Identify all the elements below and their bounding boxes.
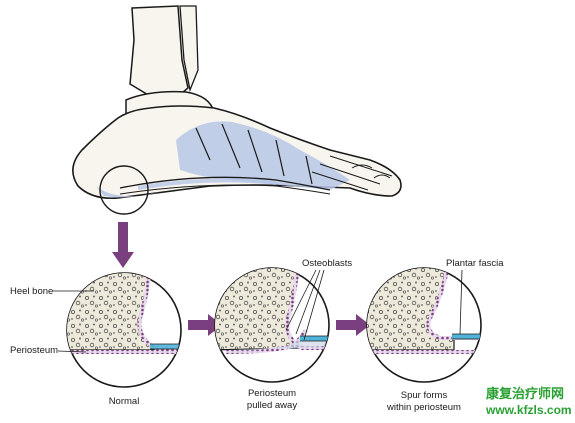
tibia-bone xyxy=(129,5,189,99)
osteoblasts-label: Osteoblasts xyxy=(302,258,352,269)
arrow-right-2 xyxy=(336,314,370,336)
label-plantar-fascia: Plantar fascia xyxy=(446,258,504,335)
detail-spur-forms xyxy=(366,267,482,383)
watermark: 康复治疗师网 www.kfzls.com xyxy=(485,386,572,417)
watermark-line2: www.kfzls.com xyxy=(485,403,572,417)
periosteum-label: Periosteum xyxy=(10,345,58,356)
watermark-line1: 康复治疗师网 xyxy=(486,386,564,402)
zoom-down-arrow xyxy=(112,222,134,268)
label-periosteum: Periosteum xyxy=(10,345,87,356)
detail-normal xyxy=(66,272,182,388)
caption-spur-line1: Spur forms xyxy=(401,390,448,401)
plantar-fascia-label: Plantar fascia xyxy=(446,258,504,269)
heel-bone-label: Heel bone xyxy=(10,286,53,297)
label-heel-bone: Heel bone xyxy=(10,286,94,297)
detail-pulled-away xyxy=(214,267,330,383)
fibula-bone xyxy=(179,5,199,93)
caption-pulled-line2: pulled away xyxy=(247,400,297,411)
caption-pulled-line1: Periosteum xyxy=(248,388,296,399)
caption-spur-line2: within periosteum xyxy=(386,402,461,413)
heel-zoom-circle xyxy=(99,165,149,215)
caption-normal: Normal xyxy=(109,396,140,407)
midfoot-shading xyxy=(176,121,350,190)
label-osteoblasts: Osteoblasts xyxy=(285,258,352,341)
foot-illustration xyxy=(72,5,402,215)
plantar-fascia-band xyxy=(119,176,331,191)
